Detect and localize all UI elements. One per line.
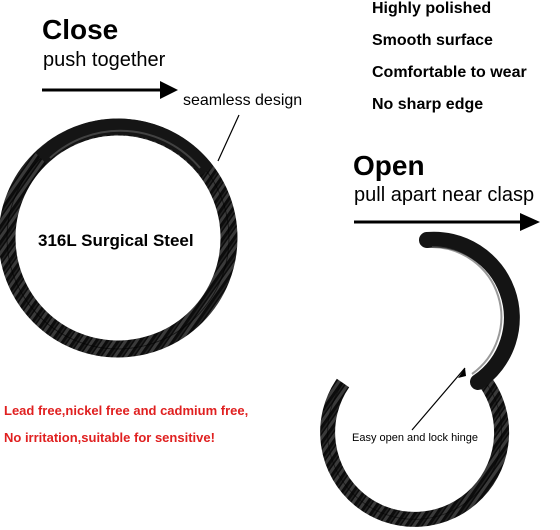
open-subtitle: pull apart near clasp [354, 184, 535, 206]
feature-item: Comfortable to wear [372, 64, 527, 81]
seamless-label: seamless design [183, 92, 303, 109]
material-label: 316L Surgical Steel [38, 231, 194, 250]
feature-item: No sharp edge [372, 96, 484, 113]
warning-text: Lead free,nickel free and cadmium free, [4, 403, 249, 418]
open-title: Open [353, 150, 425, 181]
close-title: Close [42, 14, 119, 45]
open-ring-image [320, 231, 520, 527]
close-subtitle: push together [43, 49, 166, 71]
arrow-right-icon [354, 213, 540, 231]
arrow-right-icon [42, 81, 178, 99]
hinge-label: Easy open and lock hinge [352, 432, 478, 444]
feature-item: Highly polished [372, 0, 492, 17]
closed-ring-image [0, 114, 240, 358]
feature-item: Smooth surface [372, 32, 493, 49]
warning-text: No irritation,suitable for sensitive! [4, 430, 215, 445]
